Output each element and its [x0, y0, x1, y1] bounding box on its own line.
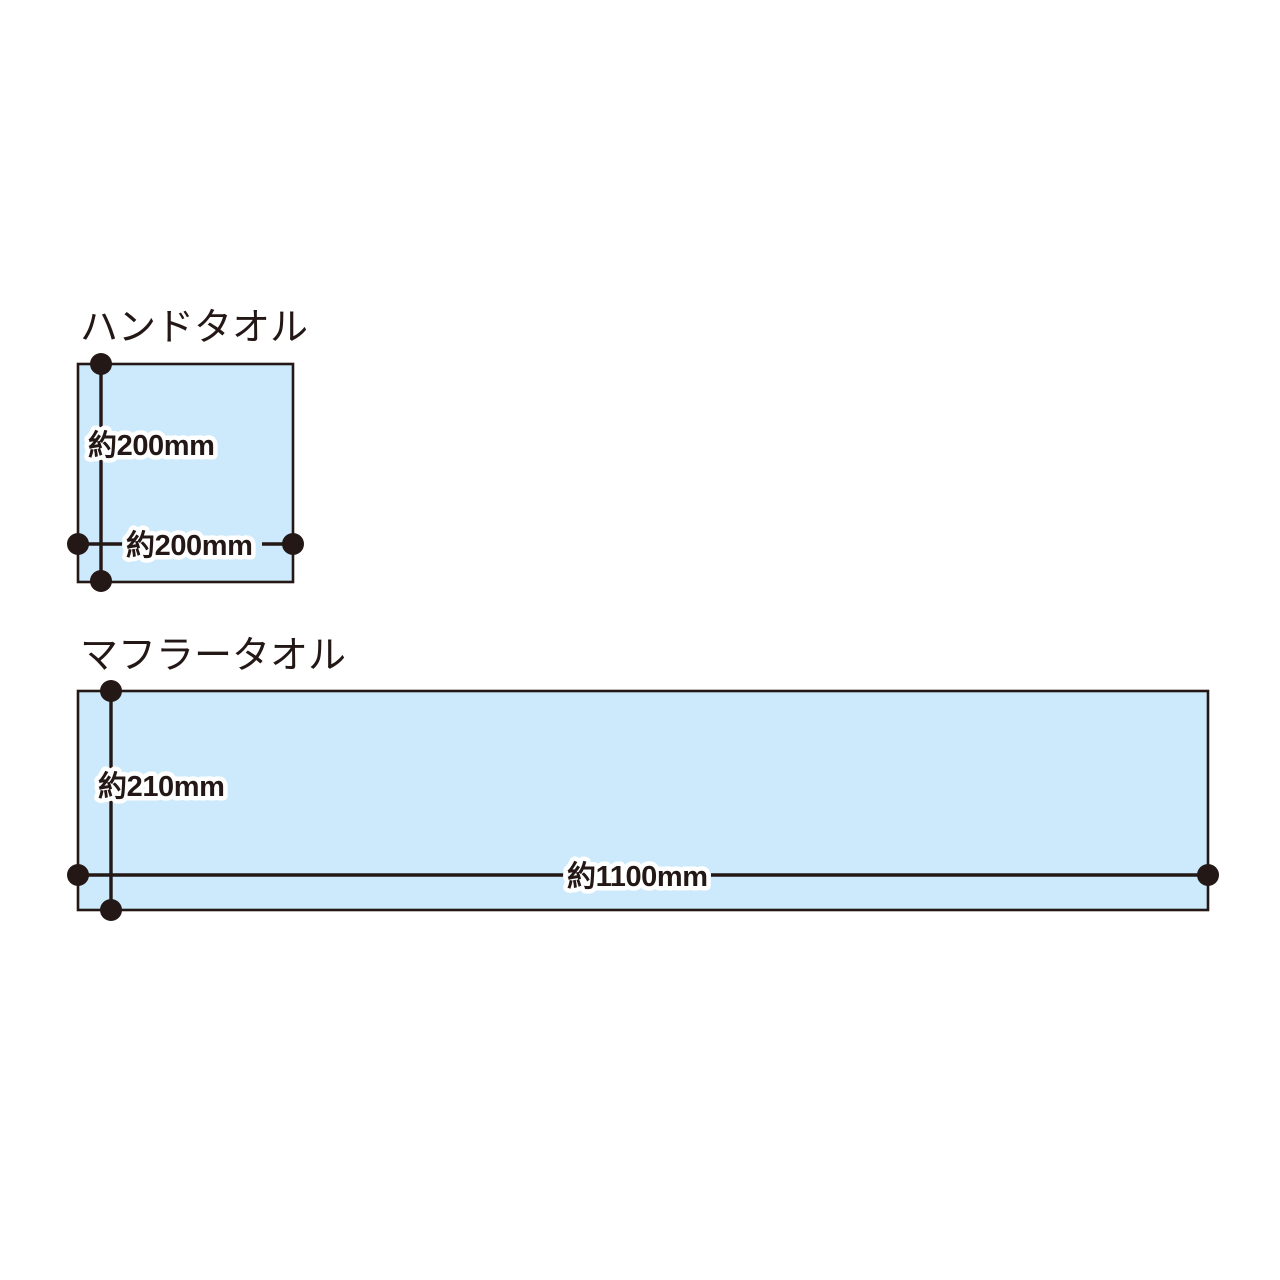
muffler-towel-dot-bottom: [100, 899, 122, 921]
muffler-towel-dot-right: [1197, 864, 1219, 886]
muffler-towel-width-label: 約1100mm: [567, 859, 708, 893]
muffler-towel-dot-left: [67, 864, 89, 886]
hand-towel-group: ハンドタオル 約200mm 約200mm 約200mm 約200mm: [67, 307, 308, 592]
hand-towel-title: ハンドタオル: [80, 307, 308, 349]
hand-towel-height-label: 約200mm: [88, 428, 215, 462]
hand-towel-height-label-halo: 約200mm: [88, 428, 215, 462]
hand-towel-dot-right: [282, 533, 304, 555]
muffler-towel-width-label-halo: 約1100mm: [567, 859, 708, 893]
hand-towel-width-label-halo: 約200mm: [126, 528, 253, 562]
hand-towel-dot-top: [90, 353, 112, 375]
hand-towel-dot-left: [67, 533, 89, 555]
muffler-towel-title: マフラータオル: [80, 635, 346, 677]
muffler-towel-dot-top: [100, 680, 122, 702]
muffler-towel-height-label-halo: 約210mm: [98, 769, 225, 803]
hand-towel-dot-bottom: [90, 570, 112, 592]
muffler-towel-group: マフラータオル 約210mm 約210mm 約1100mm 約1100mm: [67, 635, 1219, 921]
hand-towel-width-label: 約200mm: [126, 528, 253, 562]
muffler-towel-height-label: 約210mm: [98, 769, 225, 803]
